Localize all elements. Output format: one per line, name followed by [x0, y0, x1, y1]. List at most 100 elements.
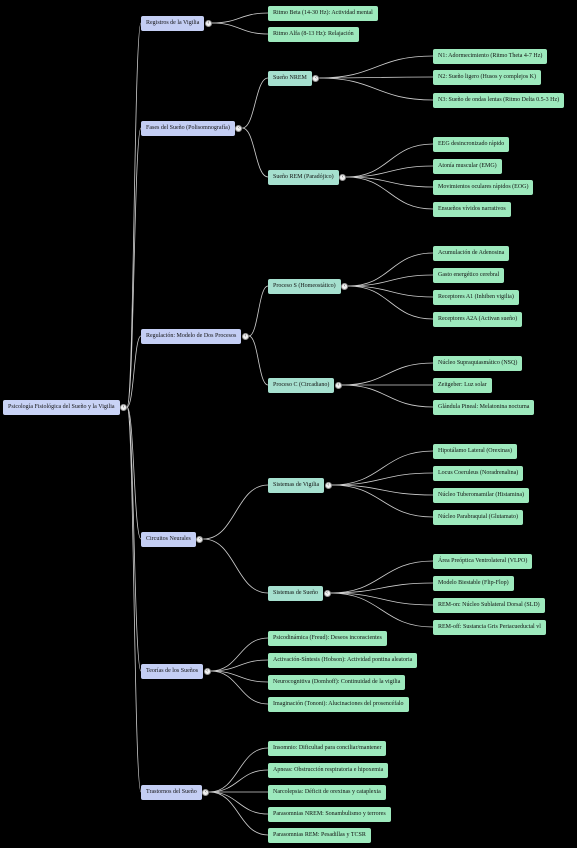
- connector-line: [209, 747, 269, 793]
- node-proceso-c-circadiano[interactable]: Proceso C (Circadiano): [268, 377, 335, 393]
- node-proceso-s-homeostatico[interactable]: Proceso S (Homeostático): [268, 278, 341, 294]
- node-atonia-muscular-emg[interactable]: Atonía muscular (EMG): [433, 158, 502, 174]
- node-rem-on-nucleo-sublateral-dorsal-sld[interactable]: REM-on: Núcleo Sublateral Dorsal (SLD): [433, 597, 545, 613]
- connector-line: [341, 362, 434, 386]
- collapse-toggle-icon[interactable]: ‹: [202, 788, 210, 796]
- node-sistemas-de-sueno[interactable]: Sistemas de Sueño: [268, 585, 323, 601]
- node-area-preoptica-ventrolateral-vlpo[interactable]: Área Preóptica Ventrolateral (VLPO): [433, 553, 533, 569]
- node-ritmo-alfa-8-13-hz-relajacion[interactable]: Ritmo Alfa (8-13 Hz): Relajación: [268, 26, 359, 42]
- node-nucleo-supraquiasmatico-nsq[interactable]: Núcleo Supraquiasmático (NSQ): [433, 355, 523, 371]
- node-sistemas-de-vigilia[interactable]: Sistemas de Vigilia: [268, 477, 325, 493]
- collapse-toggle-icon[interactable]: ‹: [334, 381, 342, 389]
- collapse-toggle-icon[interactable]: ‹: [196, 535, 204, 543]
- connector-line: [348, 252, 434, 287]
- connector-line: [330, 592, 434, 606]
- connector-line: [331, 450, 434, 486]
- collapse-toggle-icon[interactable]: ‹: [323, 589, 331, 597]
- connector-line: [203, 538, 269, 594]
- node-acumulacion-de-adenosina[interactable]: Acumulación de Adenosina: [433, 245, 510, 261]
- node-nucleo-parabraquial-glutamato[interactable]: Núcleo Parabraquial (Glutamato): [433, 509, 523, 525]
- connector-line: [211, 12, 269, 24]
- node-parasomnias-rem-pesadillas-y-tcsr[interactable]: Parasomnias REM: Pesadillas y TCSR: [268, 827, 371, 843]
- connector-line: [319, 55, 434, 79]
- node-locus-coeruleus-noradrenalina[interactable]: Locus Coeruleus (Noradrenalina): [433, 465, 524, 481]
- connector-line: [126, 22, 142, 408]
- connector-line: [210, 670, 269, 705]
- node-circuitos-neurales[interactable]: Circuitos Neurales: [141, 531, 196, 547]
- node-teorias-de-los-suenos[interactable]: Teorías de los Sueños: [141, 663, 204, 679]
- connector-line: [126, 406, 142, 672]
- node-rem-off-sustancia-gris-periacueductal-vl[interactable]: REM-off: Sustancia Gris Periacueductal v…: [433, 619, 546, 635]
- collapse-toggle-icon[interactable]: ‹: [241, 332, 249, 340]
- node-sueno-rem-paradojico[interactable]: Sueño REM (Paradójico): [268, 169, 339, 185]
- connector-line: [209, 791, 269, 836]
- node-ritmo-beta-14-30-hz-actividad-mental[interactable]: Ritmo Beta (14-30 Hz): Actividad mental: [268, 5, 378, 21]
- connector-line: [348, 285, 434, 298]
- connector-line: [331, 484, 434, 518]
- node-movimientos-oculares-rapidos-eog[interactable]: Movimientos oculares rápidos (EOG): [433, 179, 534, 195]
- node-ensuenos-vividos-narrativos[interactable]: Ensueños vívidos narrativos: [433, 201, 511, 217]
- node-receptores-a1-inhiben-vigilia[interactable]: Receptores A1 (Inhiben vigilia): [433, 289, 519, 305]
- node-narcolepsia-deficit-de-orexinas-y-catapl[interactable]: Narcolepsia: Déficit de orexinas y catap…: [268, 784, 386, 800]
- connector-line: [209, 791, 269, 815]
- collapse-toggle-icon[interactable]: ‹: [203, 667, 211, 675]
- node-registros-de-la-vigilia[interactable]: Registros de la Vigilia: [141, 15, 205, 31]
- node-activacion-sintesis-hobson-actividad-pon[interactable]: Activación-Síntesis (Hobson): Actividad …: [268, 652, 418, 668]
- node-n3-sueno-de-ondas-lentas-ritmo-delta-0-5[interactable]: N3: Sueño de ondas lentas (Ritmo Delta 0…: [433, 92, 565, 108]
- collapse-toggle-icon[interactable]: ‹: [324, 481, 332, 489]
- connector-line: [248, 335, 269, 386]
- node-nucleo-tuberomamilar-histamina[interactable]: Núcleo Tuberomamilar (Histamina): [433, 487, 529, 503]
- node-eeg-desincronizado-rapido[interactable]: EEG desincronizado rápido: [433, 136, 510, 152]
- connector-line: [330, 582, 434, 594]
- connector-line: [248, 285, 269, 337]
- node-parasomnias-nrem-sonambulismo-y-terrores[interactable]: Parasomnias NREM: Sonambulismo y terrore…: [268, 806, 391, 822]
- connector-line: [242, 77, 269, 129]
- connector-line: [348, 285, 434, 320]
- root-node[interactable]: Psicología Fisiológica del Sueño y la Vi…: [3, 399, 120, 415]
- connector-line: [126, 127, 142, 408]
- collapse-toggle-icon[interactable]: ‹: [235, 124, 243, 132]
- connector-line: [348, 274, 434, 287]
- node-insomnio-dificultad-para-conciliar-mante[interactable]: Insomnio: Dificultad para conciliar/mant…: [268, 740, 387, 756]
- connector-line: [330, 592, 434, 628]
- collapse-toggle-icon[interactable]: ‹: [339, 173, 347, 181]
- connector-line: [126, 335, 142, 408]
- connector-line: [242, 127, 269, 178]
- connector-line: [211, 22, 269, 35]
- collapse-toggle-icon[interactable]: ‹: [204, 19, 212, 27]
- node-regulacion-modelo-de-dos-procesos[interactable]: Regulación: Modelo de Dos Procesos: [141, 328, 242, 344]
- connector-line: [341, 384, 434, 408]
- node-trastornos-del-sueno[interactable]: Trastornos del Sueño: [141, 784, 202, 800]
- node-hipotalamo-lateral-orexinas[interactable]: Hipotálamo Lateral (Orexinas): [433, 443, 517, 459]
- connector-line: [319, 77, 434, 101]
- node-apneas-obstruccion-respiratoria-e-hipoxe[interactable]: Apneas: Obstrucción respiratoria e hipox…: [268, 762, 389, 778]
- collapse-toggle-icon[interactable]: ‹: [341, 282, 349, 290]
- connector-line: [346, 176, 434, 188]
- connector-line: [319, 76, 434, 79]
- connector-line: [346, 165, 434, 178]
- node-gasto-energetico-cerebral[interactable]: Gasto energético cerebral: [433, 267, 505, 283]
- connector-line: [331, 472, 434, 486]
- node-zeitgeber-luz-solar[interactable]: Zeitgeber: Luz solar: [433, 377, 492, 393]
- node-imaginacion-tononi-alucinaciones-del-pro[interactable]: Imaginación (Tononi): Alucinaciones del …: [268, 696, 409, 712]
- connector-line: [209, 769, 269, 793]
- node-glandula-pineal-melatonina-nocturna[interactable]: Glándula Pineal: Melatonina nocturna: [433, 399, 535, 415]
- connector-line: [210, 670, 269, 683]
- connector-line: [203, 484, 269, 540]
- node-n1-adormecimiento-ritmo-theta-4-7-hz[interactable]: N1: Adormecimiento (Ritmo Theta 4-7 Hz): [433, 48, 548, 64]
- node-fases-del-sueno-polisomnografia[interactable]: Fases del Sueño (Polisomnografía): [141, 120, 235, 136]
- collapse-toggle-icon[interactable]: ‹: [120, 403, 128, 411]
- connector-line: [210, 659, 269, 672]
- connector-line: [346, 143, 434, 178]
- collapse-toggle-icon[interactable]: ‹: [312, 74, 320, 82]
- node-modelo-biestable-flip-flop[interactable]: Modelo Biestable (Flip-Flop): [433, 575, 514, 591]
- node-psicodinamica-freud-deseos-inconscientes[interactable]: Psicodinámica (Freud): Deseos inconscien…: [268, 630, 387, 646]
- node-receptores-a2a-activan-sueno[interactable]: Receptores A2A (Activan sueño): [433, 311, 523, 327]
- connector-line: [331, 484, 434, 496]
- node-neurocognitiva-domhoff-continuidad-de-la[interactable]: Neurocognitiva (Domhoff): Continuidad de…: [268, 674, 406, 690]
- connector-line: [346, 176, 434, 210]
- node-sueno-nrem[interactable]: Sueño NREM: [268, 70, 312, 86]
- connector-line: [330, 560, 434, 594]
- node-n2-sueno-ligero-husos-y-complejos-k[interactable]: N2: Sueño ligero (Husos y complejos K): [433, 69, 541, 85]
